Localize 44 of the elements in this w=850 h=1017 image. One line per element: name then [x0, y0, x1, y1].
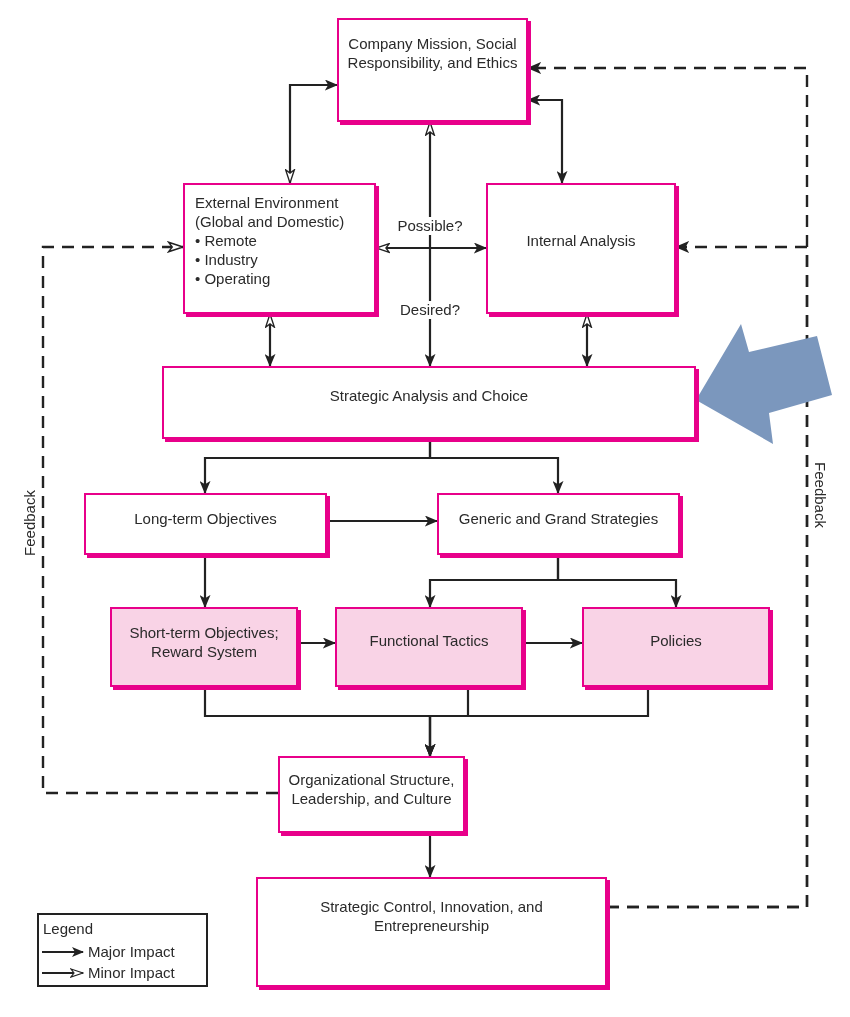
node-text: Long-term Objectives — [133, 509, 278, 528]
arrow — [428, 439, 564, 495]
dashed-arrow — [41, 241, 278, 795]
process-box — [278, 756, 465, 833]
node-text: External Environment (Global and Domestic) — [195, 193, 346, 231]
node-text: • Industry — [195, 250, 259, 269]
arrow — [284, 79, 339, 184]
dashed-arrow — [607, 241, 809, 909]
process-box — [162, 366, 696, 439]
process-box — [256, 877, 607, 987]
process-box — [335, 607, 523, 687]
edge-label: Feedback — [810, 461, 829, 530]
block-arrow — [696, 324, 832, 444]
node-text: Strategic Analysis and Choice — [328, 386, 530, 405]
node-text: Functional Tactics — [368, 631, 490, 650]
edge-label: Possible? — [395, 217, 465, 235]
edge-label: Desired? — [398, 301, 463, 319]
arrow — [556, 555, 682, 609]
arrow — [199, 555, 211, 609]
process-box — [337, 18, 528, 122]
legend-text: Minor Impact — [88, 964, 175, 982]
arrow — [424, 687, 650, 758]
node-text: Generic and Grand Strategies — [457, 509, 660, 528]
process-box — [183, 183, 376, 314]
process-box — [110, 607, 298, 687]
node-text: Strategic Control, Innovation, and Entrepreneurship — [319, 897, 544, 935]
node-text: Company Mission, Social Responsibility, and Ethics — [346, 34, 519, 72]
node-text: • Operating — [195, 269, 272, 288]
arrow — [424, 833, 436, 879]
node-text: Short-term Objectives; Reward System — [128, 623, 280, 661]
node-text: Internal Analysis — [525, 231, 637, 250]
node-text: Policies — [649, 631, 703, 650]
arrow — [298, 637, 337, 649]
process-box — [582, 607, 770, 687]
process-box — [437, 493, 680, 555]
process-box — [84, 493, 327, 555]
edge-label: Feedback — [20, 489, 39, 558]
legend-text: Major Impact — [88, 943, 175, 961]
process-box — [486, 183, 676, 314]
arrow — [327, 515, 439, 527]
node-text: Organizational Structure, Leadership, and Culture — [287, 770, 456, 808]
arrow — [523, 637, 584, 649]
legend-title: Legend — [43, 920, 94, 938]
node-text: • Remote — [195, 231, 258, 250]
